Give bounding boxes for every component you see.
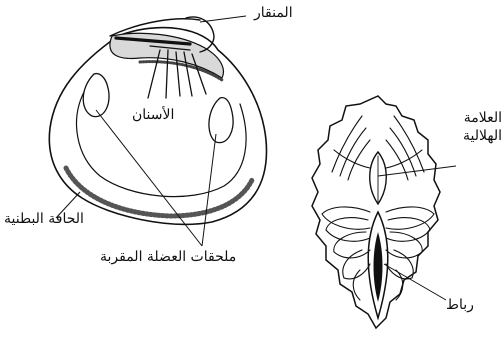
ligament-leader [384, 264, 446, 300]
lunule-label: العلامة الهلالية [444, 110, 502, 145]
adductor-scar-posterior [209, 98, 233, 143]
shell-dorsal-view [312, 96, 440, 328]
ligament-label: رباط [446, 298, 474, 313]
ventral-margin-band [66, 168, 252, 216]
beak-label: المنقار [254, 6, 293, 21]
adductor-leader-left [96, 110, 202, 246]
lunule-label-line1: العلامة [444, 110, 502, 128]
ligament-core [374, 232, 383, 302]
adductor-scars-label: ملحقات العضلة المقربة [100, 250, 236, 265]
right-leader-lines [378, 166, 456, 300]
teeth-label: الأسنان [132, 108, 174, 123]
lunule-label-line2: الهلالية [444, 128, 502, 146]
ventral-margin-label: الحافة البطنية [4, 212, 84, 227]
beak-leader [200, 16, 246, 22]
